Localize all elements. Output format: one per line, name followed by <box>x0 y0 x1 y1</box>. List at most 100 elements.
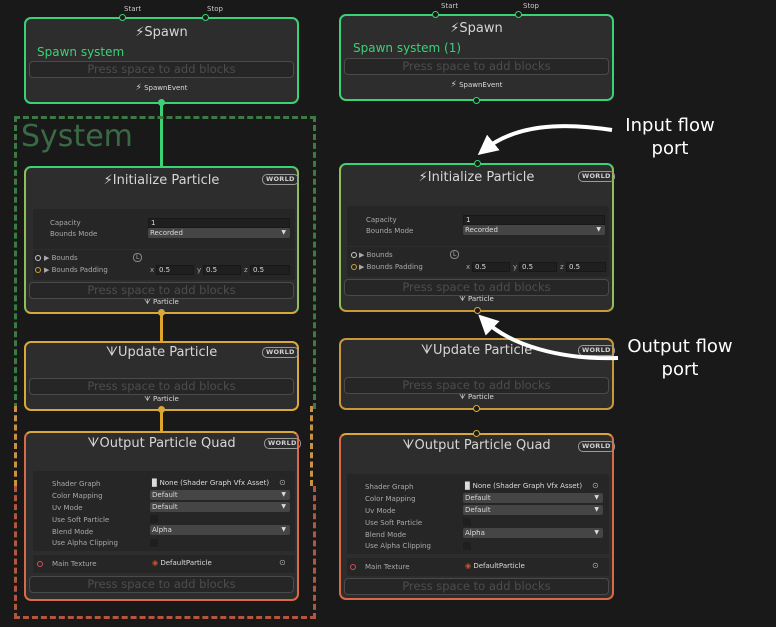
world-tag-init-right[interactable]: WORLD <box>578 171 615 182</box>
update-node-left[interactable] <box>24 341 299 411</box>
press-space-update-left[interactable]: Press space to add blocks <box>29 378 294 395</box>
y-label-right: y <box>513 263 518 271</box>
particle-icon: ᗐ <box>402 438 415 453</box>
z-label-right: z <box>560 263 564 271</box>
spawn-out-port-left[interactable] <box>158 99 165 106</box>
padding-x-right[interactable]: 0.5 <box>472 262 510 272</box>
spawn-node-right[interactable] <box>339 14 614 101</box>
z-label-left: z <box>244 266 248 274</box>
main-texture-port-right[interactable] <box>350 564 356 570</box>
padding-y-left[interactable]: 0.5 <box>203 265 241 275</box>
start-port-left[interactable] <box>119 14 126 21</box>
bounds-padding-port-right[interactable] <box>351 264 357 270</box>
world-tag-output-left[interactable]: WORLD <box>264 438 301 449</box>
object-picker-icon[interactable]: ⊙ <box>279 478 286 487</box>
lightning-icon: ⚡ <box>135 83 142 93</box>
bounds-port-left[interactable] <box>35 255 41 261</box>
spawn-system-name-right[interactable]: Spawn system (1) <box>353 41 462 55</box>
local-badge-right[interactable]: L <box>450 250 460 259</box>
texture-picker-icon[interactable]: ⊙ <box>279 558 286 567</box>
texture-picker-icon[interactable]: ⊙ <box>592 561 599 570</box>
world-tag-update-right[interactable]: WORLD <box>578 345 615 356</box>
alpha-clipping-checkbox-left[interactable] <box>150 539 158 547</box>
init-out-label-right: ᗐ Particle <box>459 295 494 303</box>
init-in-port-right[interactable] <box>474 160 481 167</box>
output-title-left: Output Particle Quad <box>99 436 236 451</box>
blend-mode-label-right: Blend Mode <box>365 531 407 539</box>
world-tag-update-left[interactable]: WORLD <box>262 347 299 358</box>
bounds-port-right[interactable] <box>351 252 357 258</box>
world-tag-init-left[interactable]: WORLD <box>262 174 299 185</box>
color-mapping-label-right: Color Mapping <box>365 495 416 503</box>
press-space-spawn-right[interactable]: Press space to add blocks <box>344 58 609 75</box>
capacity-field-left[interactable]: 1 <box>148 218 290 228</box>
spawn-event-left: ⚡ SpawnEvent <box>135 83 188 93</box>
uv-mode-label-left: Uv Mode <box>52 504 83 512</box>
spawn-system-name-left[interactable]: Spawn system <box>37 45 125 59</box>
press-space-spawn-left[interactable]: Press space to add blocks <box>29 61 294 78</box>
output-in-port-right[interactable] <box>473 430 480 437</box>
spawn-out-port-right[interactable] <box>473 97 480 104</box>
padding-y-right[interactable]: 0.5 <box>519 262 557 272</box>
system-label[interactable]: System <box>21 119 133 154</box>
flow-edge-init-update-left[interactable] <box>160 313 163 341</box>
uv-mode-dropdown-right[interactable]: Default▼ <box>463 505 603 515</box>
blend-mode-dropdown-left[interactable]: Alpha▼ <box>150 525 290 535</box>
bounds-mode-dropdown-left[interactable]: Recorded▼ <box>148 228 290 238</box>
capacity-field-right[interactable]: 1 <box>463 215 605 225</box>
shader-graph-field-right[interactable]: ▉ None (Shader Graph Vfx Asset) <box>465 482 583 490</box>
shader-graph-label-left: Shader Graph <box>52 480 101 488</box>
world-tag-output-right[interactable]: WORLD <box>578 441 615 452</box>
bounds-padding-port-left[interactable] <box>35 267 41 273</box>
update-title-left: Update Particle <box>117 345 218 360</box>
press-space-update-right[interactable]: Press space to add blocks <box>344 377 609 394</box>
padding-x-left[interactable]: 0.5 <box>156 265 194 275</box>
press-space-output-left[interactable]: Press space to add blocks <box>29 576 294 593</box>
main-texture-field-right[interactable]: ◉ DefaultParticle <box>465 562 525 570</box>
stop-port-left[interactable] <box>202 14 209 21</box>
padding-z-right[interactable]: 0.5 <box>566 262 606 272</box>
lightning-icon: ⚡ <box>450 21 460 36</box>
press-space-init-right[interactable]: Press space to add blocks <box>344 279 609 296</box>
spawn-header-left: ⚡Spawn <box>24 25 299 40</box>
init-out-port-left[interactable] <box>158 309 165 316</box>
flow-edge-update-output-left[interactable] <box>160 410 163 433</box>
update-out-port-right[interactable] <box>473 405 480 412</box>
start-port-right[interactable] <box>432 11 439 18</box>
press-space-init-left[interactable]: Press space to add blocks <box>29 282 294 299</box>
main-texture-field-left[interactable]: ◉ DefaultParticle <box>152 559 212 567</box>
init-out-port-right[interactable] <box>474 307 481 314</box>
bounds-mode-dropdown-right[interactable]: Recorded▼ <box>463 225 605 235</box>
soft-particle-checkbox-right[interactable] <box>463 518 471 526</box>
chevron-down-icon: ▼ <box>281 491 286 498</box>
initialize-title-right: Initialize Particle <box>427 170 535 185</box>
alpha-clipping-checkbox-right[interactable] <box>463 542 471 550</box>
spawn-node-left[interactable] <box>24 17 299 104</box>
color-mapping-dropdown-right[interactable]: Default▼ <box>463 493 603 503</box>
stop-port-right[interactable] <box>515 11 522 18</box>
particle-icon: ᗐ <box>87 436 100 451</box>
output-arrow <box>478 314 619 361</box>
shader-graph-field-left[interactable]: ▉ None (Shader Graph Vfx Asset) <box>152 479 270 487</box>
padding-z-left[interactable]: 0.5 <box>250 265 290 275</box>
uv-mode-dropdown-left[interactable]: Default▼ <box>150 502 290 512</box>
main-texture-port-left[interactable] <box>37 561 43 567</box>
update-out-port-left[interactable] <box>158 406 165 413</box>
chevron-down-icon: ▼ <box>594 506 599 513</box>
particle-icon: ᗐ <box>459 393 466 401</box>
chevron-down-icon: ▼ <box>281 229 286 236</box>
soft-particle-checkbox-left[interactable] <box>150 515 158 523</box>
local-badge-left[interactable]: L <box>133 253 143 262</box>
blend-mode-dropdown-right[interactable]: Alpha▼ <box>463 528 603 538</box>
color-mapping-dropdown-left[interactable]: Default▼ <box>150 490 290 500</box>
soft-particle-label-left: Use Soft Particle <box>52 516 110 524</box>
press-space-output-right[interactable]: Press space to add blocks <box>344 578 609 595</box>
texture-icon: ◉ <box>465 562 472 570</box>
initialize-header-left: ⚡Initialize Particle <box>24 173 299 188</box>
lightning-icon: ⚡ <box>450 80 457 90</box>
uv-mode-label-right: Uv Mode <box>365 507 396 515</box>
update-out-label-right: ᗐ Particle <box>459 393 494 401</box>
flow-edge-spawn-init-left[interactable] <box>160 103 163 168</box>
object-picker-icon[interactable]: ⊙ <box>592 481 599 490</box>
